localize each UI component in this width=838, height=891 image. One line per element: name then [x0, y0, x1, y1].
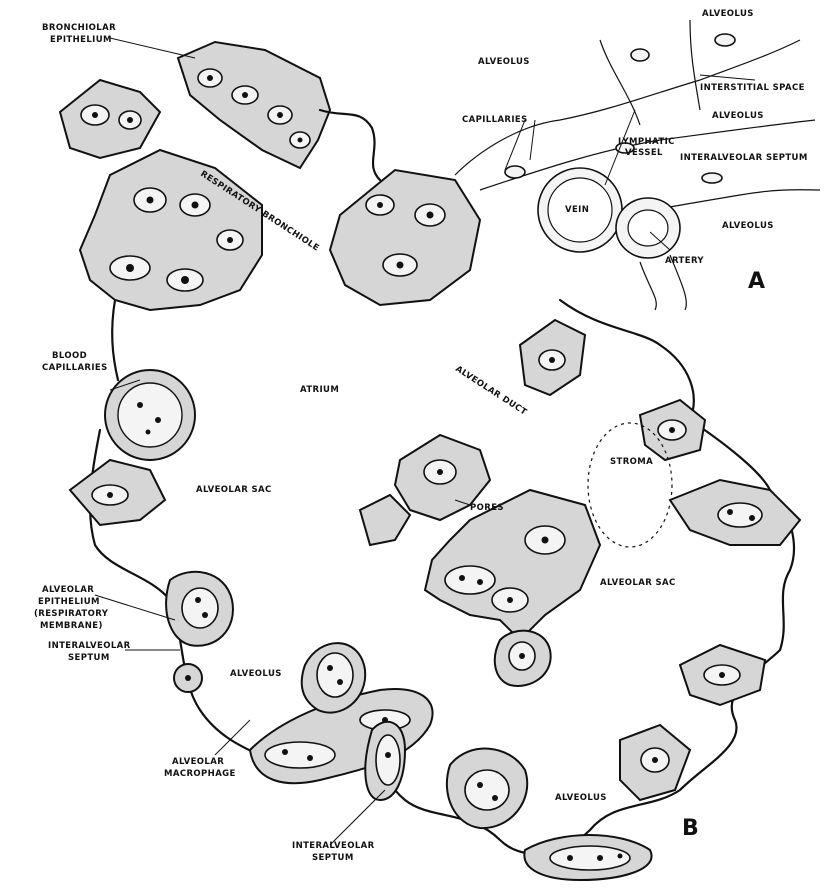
label-alveolar-sac-right: ALVEOLAR SAC — [600, 578, 676, 588]
label-stroma: STROMA — [610, 457, 653, 467]
label-alveolus-top-right: ALVEOLUS — [702, 9, 754, 19]
panel-label-b: B — [682, 816, 699, 841]
leader-lines — [94, 37, 756, 846]
label-atrium: ATRIUM — [300, 385, 339, 395]
stroma-outline — [587, 422, 673, 548]
label-artery: ARTERY — [665, 256, 704, 266]
label-alveolus-bottom: ALVEOLUS — [555, 793, 607, 803]
label-alveolus-right-upper: ALVEOLUS — [712, 111, 764, 121]
central-septum-island — [358, 422, 673, 687]
respiratory-bronchiole-wall — [78, 148, 263, 312]
label-capillaries: CAPILLARIES — [462, 115, 528, 125]
label-interstitial-space: INTERSTITIAL SPACE — [700, 83, 805, 93]
label-alveolar-duct: ALVEOLAR DUCT — [453, 364, 528, 418]
label-vein: VEIN — [565, 205, 589, 215]
label-interalveolar-septum-top: INTERALVEOLAR SEPTUM — [680, 153, 808, 163]
bronchiolar-epithelium-drawing — [58, 40, 382, 182]
label-alveolus-right: ALVEOLUS — [722, 221, 774, 231]
panel-label-a: A — [748, 269, 765, 294]
label-pores: PORES — [470, 503, 504, 513]
label-alveolus-top: ALVEOLUS — [478, 57, 530, 67]
vessels-panel-a — [454, 19, 821, 311]
alveolar-duct-wall-upper — [328, 168, 482, 307]
label-alveolus-mid: ALVEOLUS — [230, 669, 282, 679]
label-alveolar-sac-left: ALVEOLAR SAC — [196, 485, 272, 495]
alveolar-septa — [68, 318, 802, 882]
